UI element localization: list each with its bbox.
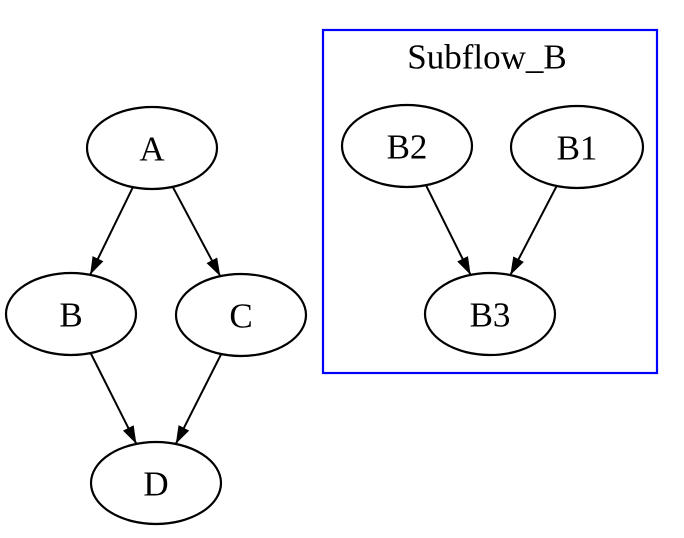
cluster-subflow-b-title: Subflow_B xyxy=(407,37,566,76)
node-B3-label: B3 xyxy=(470,295,511,334)
node-A-label: A xyxy=(139,129,165,168)
node-C-shape xyxy=(174,272,308,358)
node-A-shape xyxy=(85,105,219,191)
node-B1-shape xyxy=(509,104,645,190)
node-C-label: C xyxy=(229,296,252,335)
node-B3: B3 xyxy=(423,271,557,357)
node-D-label: D xyxy=(143,464,168,503)
node-B1: B1 xyxy=(509,104,645,190)
node-B1-label: B1 xyxy=(557,128,598,167)
node-C: C xyxy=(174,272,308,358)
node-D-shape xyxy=(89,440,223,526)
node-B2-label: B2 xyxy=(387,127,428,166)
edge-C-D xyxy=(174,353,223,445)
node-B-label: B xyxy=(59,295,82,334)
edge-B1-B3 xyxy=(509,185,558,276)
edge-B-D xyxy=(89,352,138,445)
node-B2-shape xyxy=(340,103,474,189)
edge-layer xyxy=(89,185,558,445)
node-A: A xyxy=(85,105,219,191)
cluster-subflow-b: Subflow_B xyxy=(321,28,659,375)
node-B-shape xyxy=(4,271,138,357)
edge-A-C xyxy=(171,186,222,277)
edge-A-B xyxy=(89,186,134,276)
edge-B2-B3 xyxy=(425,185,472,276)
node-B: B xyxy=(4,271,138,357)
node-B2: B2 xyxy=(340,103,474,189)
cluster-subflow-b-border xyxy=(321,28,659,375)
node-B3-shape xyxy=(423,271,557,357)
node-D: D xyxy=(89,440,223,526)
